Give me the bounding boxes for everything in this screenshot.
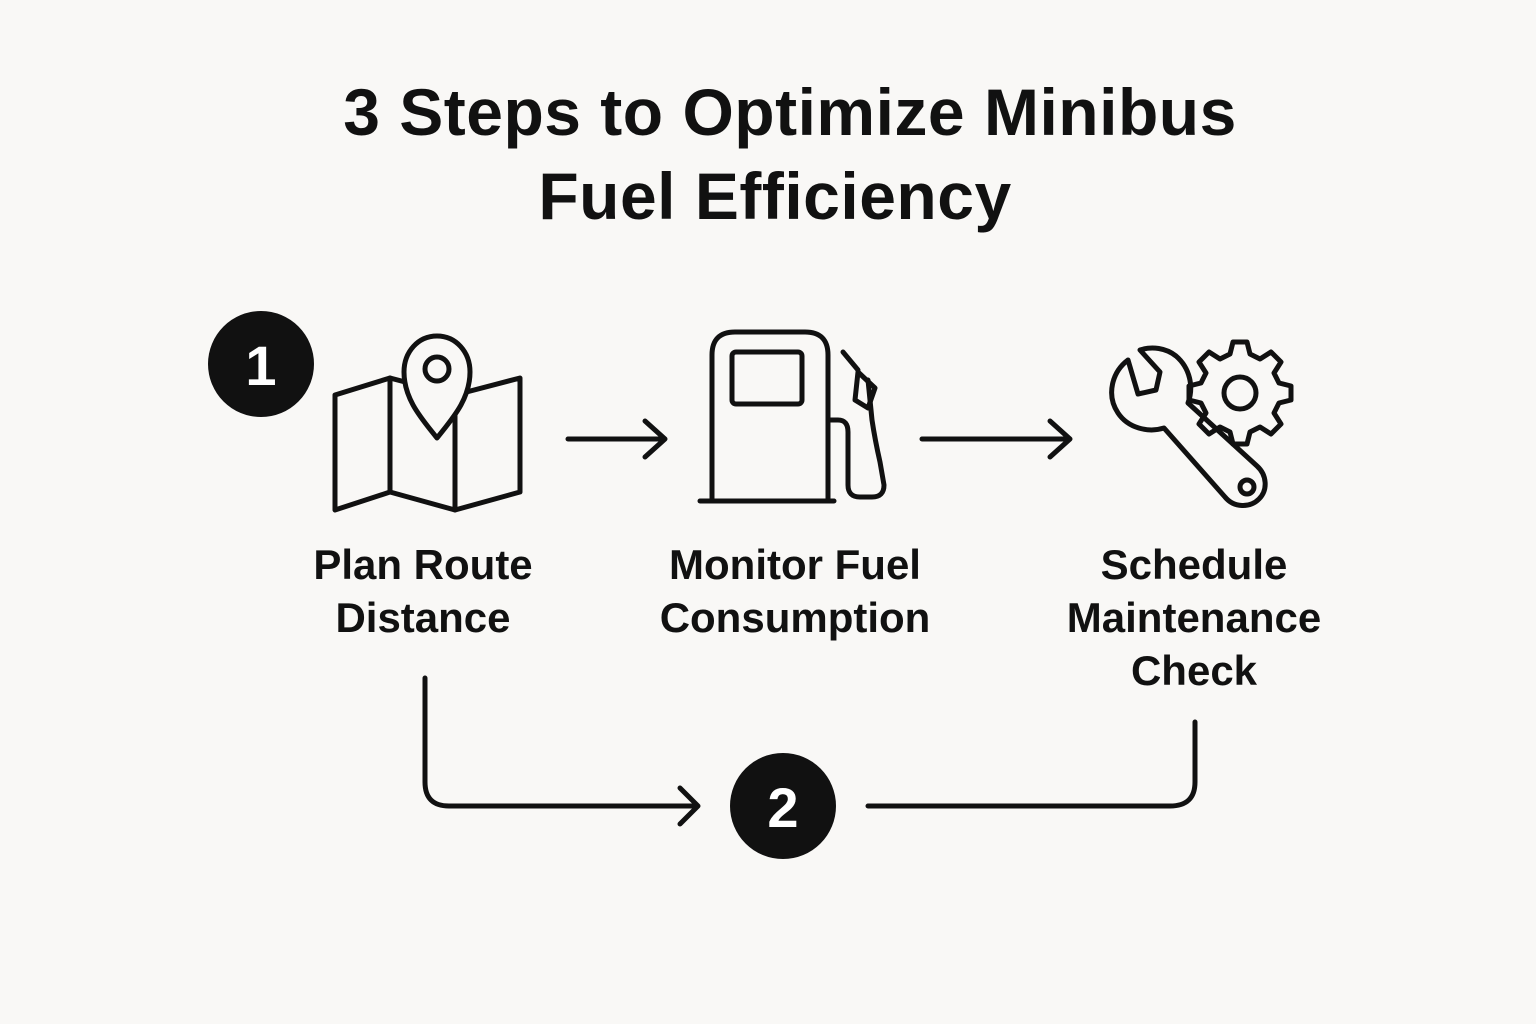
step-1-label-line-2: Distance <box>335 594 511 641</box>
wrench-gear-icon <box>1109 339 1294 508</box>
map-pin-icon <box>332 333 523 513</box>
step-3-label-line-1: Schedule <box>1100 541 1288 588</box>
step-1-label: Plan Route Distance <box>243 538 603 644</box>
step-3-label-line-2: Maintenance <box>1066 594 1322 641</box>
step-badge-1: 1 <box>208 311 314 417</box>
arrow-step1-to-step2 <box>565 418 668 460</box>
connector-step1-to-badge2 <box>422 675 701 827</box>
step-2-label: Monitor Fuel Consumption <box>615 538 975 644</box>
step-1-label-line-1: Plan Route <box>313 541 533 588</box>
arrow-step2-to-step3 <box>919 418 1073 460</box>
step-3-label: Schedule Maintenance Check <box>1014 538 1374 697</box>
title-line-1: 3 Steps to Optimize Minibus <box>343 75 1237 149</box>
step-3-label-line-3: Check <box>1130 647 1258 694</box>
page-title: 3 Steps to Optimize Minibus Fuel Efficie… <box>0 70 1536 238</box>
connector-badge2-to-step3 <box>865 719 1198 809</box>
step-2-label-line-1: Monitor Fuel <box>669 541 921 588</box>
step-2-label-line-2: Consumption <box>659 594 931 641</box>
title-line-2: Fuel Efficiency <box>538 159 1012 233</box>
fuel-pump-icon <box>697 329 887 504</box>
step-badge-2: 2 <box>730 753 836 859</box>
badge-1-number: 1 <box>245 334 276 397</box>
badge-2-number: 2 <box>767 776 798 839</box>
